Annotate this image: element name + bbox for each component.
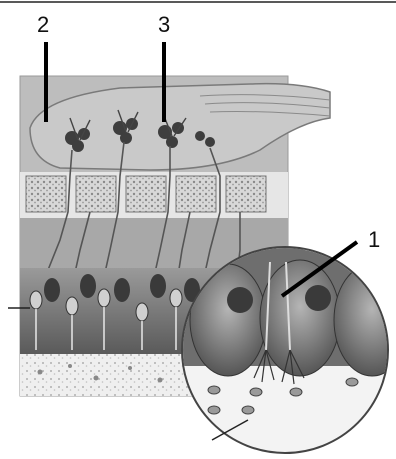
callout-label-2: 2 xyxy=(37,14,49,36)
cribriform-plate xyxy=(20,172,288,218)
magnified-inset xyxy=(180,246,396,453)
callout-label-3: 3 xyxy=(158,14,170,36)
callout-label-1: 1 xyxy=(368,229,380,251)
